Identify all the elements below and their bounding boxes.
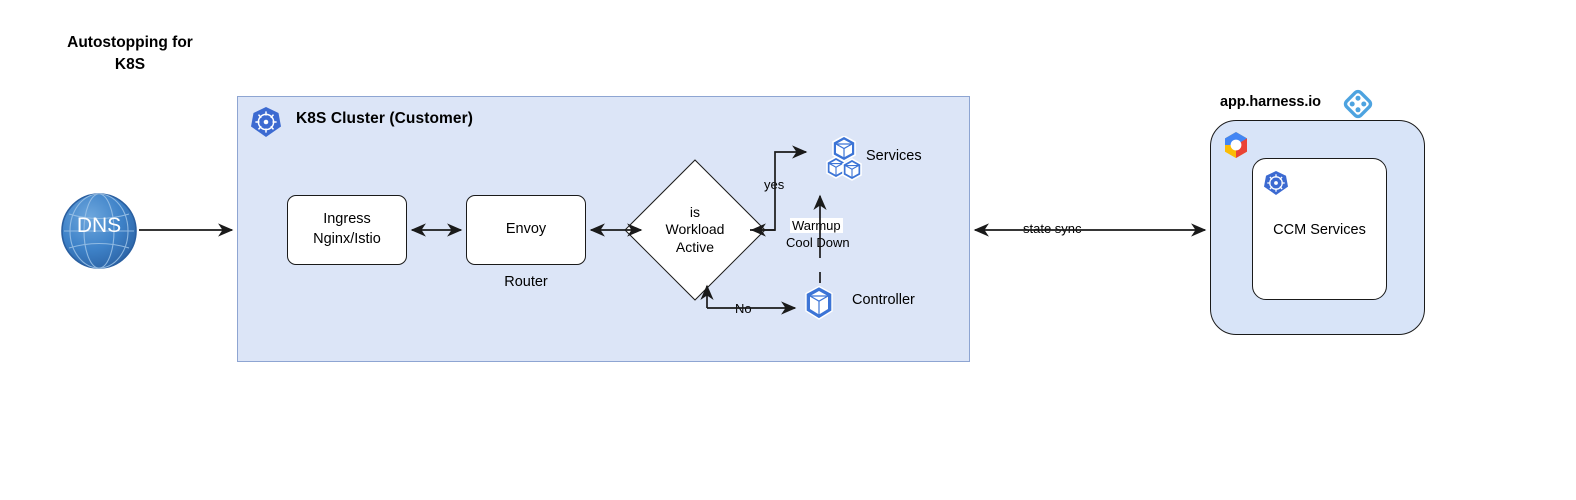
decision-node: is Workload Active xyxy=(624,159,766,301)
edge-label-warmup: Warmup xyxy=(790,218,843,233)
kubernetes-pod-icon xyxy=(801,285,837,321)
kubernetes-icon xyxy=(1263,170,1289,196)
envoy-label: Envoy xyxy=(505,221,547,238)
ccm-services-label: CCM Services xyxy=(1273,222,1366,238)
edge-label-state-sync: state sync xyxy=(1020,221,1085,236)
cluster-title: K8S Cluster (Customer) xyxy=(296,110,474,127)
decision-label: is Workload Active xyxy=(665,204,725,255)
ingress-node: Ingress Nginx/Istio xyxy=(287,195,407,265)
edge-label-yes: yes xyxy=(762,177,787,192)
harness-title: app.harness.io xyxy=(1220,94,1321,110)
edge-label-no: No xyxy=(733,301,754,316)
page-title: Autostopping for K8S xyxy=(67,34,193,74)
kubernetes-services-icon xyxy=(812,135,870,192)
envoy-node: Envoy xyxy=(466,195,586,265)
controller-label: Controller xyxy=(852,292,915,308)
google-cloud-icon xyxy=(1220,129,1252,161)
ingress-label: Ingress Nginx/Istio xyxy=(313,211,381,247)
globe-icon xyxy=(60,192,138,270)
kubernetes-icon xyxy=(250,106,282,138)
harness-logo-icon xyxy=(1343,89,1373,119)
dns-label: DNS xyxy=(76,214,122,237)
router-label: Router xyxy=(504,274,548,290)
services-label: Services xyxy=(866,148,922,164)
edge-label-cooldown: Cool Down xyxy=(784,235,852,250)
